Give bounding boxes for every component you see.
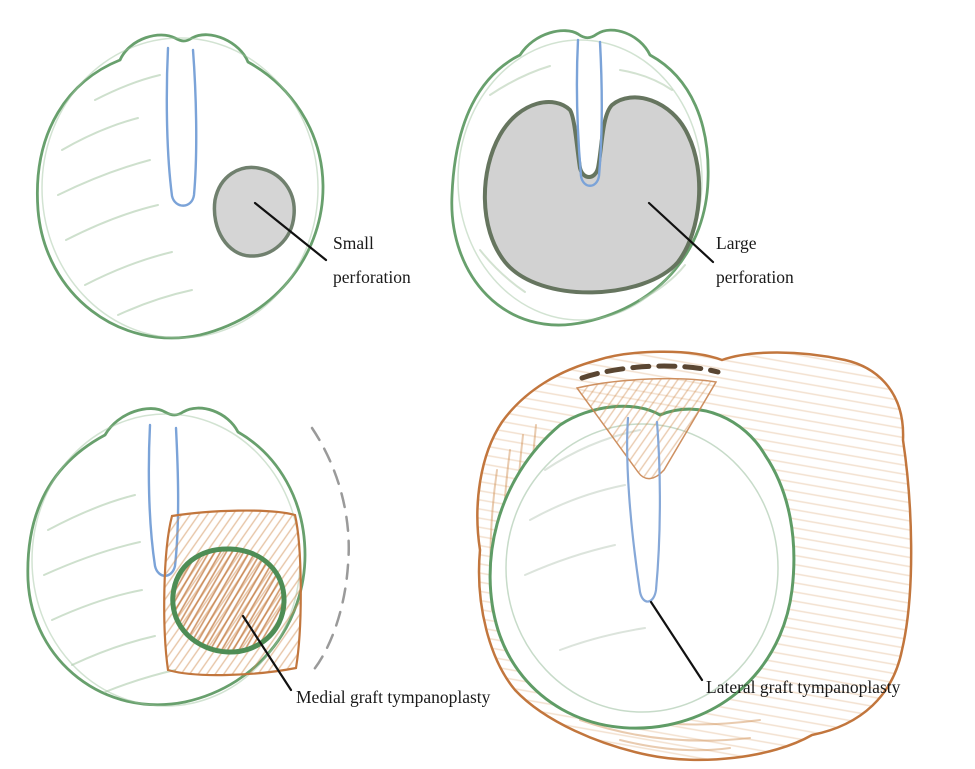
eardrum-shading (57, 74, 193, 316)
perforation-over-graft (170, 546, 287, 655)
pointer-line-small (253, 201, 328, 262)
pointer-line-lateral (649, 600, 704, 682)
small-perforation-hole (212, 165, 296, 258)
panel-small-perforation (35, 33, 328, 340)
malleus (575, 38, 603, 187)
label-large-perforation: Large perforation (716, 233, 794, 287)
eardrum-outline (35, 33, 325, 340)
label-lateral-graft: Lateral graft tympanoplasty (706, 677, 901, 697)
eardrum-shading (524, 429, 646, 651)
eardrum-shading (479, 65, 686, 301)
malleus (165, 46, 198, 207)
pointer-line-large (647, 201, 715, 264)
dashed-fold-line (579, 363, 721, 381)
eardrum-shading (43, 494, 176, 693)
malleus (626, 416, 661, 603)
panel-large-perforation (450, 28, 715, 327)
large-perforation-hole (482, 95, 702, 295)
eardrum-inner-sketch (457, 39, 703, 321)
panel-lateral-graft (476, 350, 913, 762)
label-small-perforation: Small perforation (333, 233, 411, 287)
pointer-line-medial (241, 614, 293, 692)
label-medial-graft: Medial graft tympanoplasty (296, 687, 491, 707)
dashed-canal-arc (310, 426, 350, 674)
graft-flap-triangle (575, 377, 718, 480)
eardrum-inner-sketch (41, 37, 319, 339)
panel-medial-graft (26, 406, 350, 707)
